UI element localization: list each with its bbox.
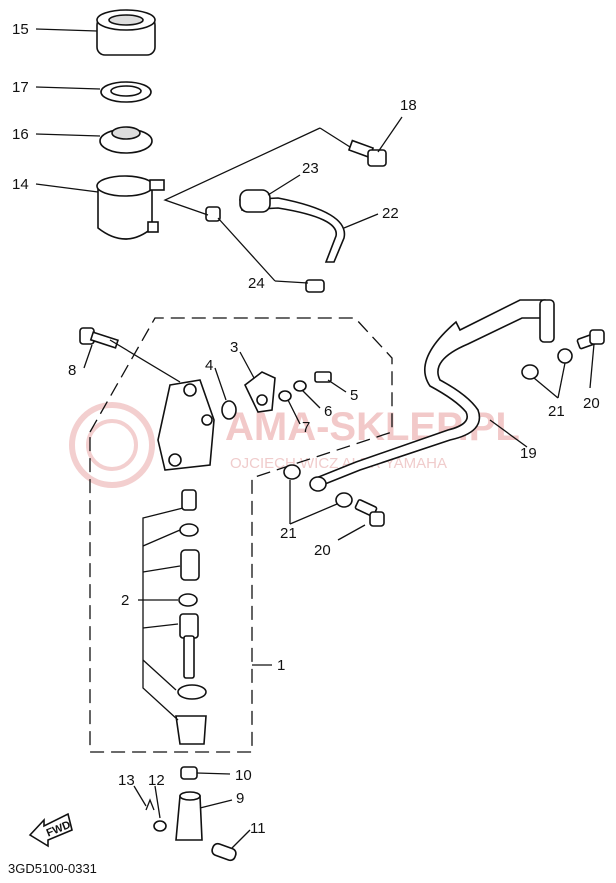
callout-6: 6: [324, 403, 332, 420]
callout-8: 8: [68, 362, 76, 379]
callout-16: 16: [12, 126, 29, 143]
assembly-outline: [89, 317, 393, 753]
diaphragm[interactable]: [99, 126, 153, 154]
master-cylinder-body[interactable]: [157, 379, 215, 471]
plate-washer[interactable]: [293, 380, 307, 392]
mounting-bolt[interactable]: [79, 327, 119, 349]
callout-21-left: 21: [280, 525, 297, 542]
union-bolt-right[interactable]: [576, 329, 605, 350]
callout-20-right: 20: [583, 395, 600, 412]
cylinder-kit[interactable]: [175, 489, 207, 745]
copper-washer-4[interactable]: [557, 348, 573, 364]
pin[interactable]: [211, 842, 238, 862]
callout-18: 18: [400, 97, 417, 114]
callout-1: 1: [277, 657, 285, 674]
spring-washer[interactable]: [278, 390, 292, 402]
reservoir-cap[interactable]: [96, 9, 156, 56]
callout-23: 23: [302, 160, 319, 177]
callout-22: 22: [382, 205, 399, 222]
callout-3: 3: [230, 339, 238, 356]
callout-17: 17: [12, 79, 29, 96]
callout-12: 12: [148, 772, 165, 789]
hose-joint[interactable]: [239, 189, 271, 213]
callout-9: 9: [236, 790, 244, 807]
callout-4: 4: [205, 357, 213, 374]
callout-5: 5: [350, 387, 358, 404]
union-bolt-lower[interactable]: [354, 499, 385, 527]
hose-clip-lower[interactable]: [305, 279, 325, 293]
union-bolt-top[interactable]: [347, 139, 387, 167]
clevis[interactable]: [175, 791, 203, 841]
callout-20-lower: 20: [314, 542, 331, 559]
fwd-arrow-icon: FWD: [28, 812, 73, 848]
copper-washer-2[interactable]: [335, 492, 353, 508]
callout-14: 14: [12, 176, 29, 193]
leader-lines: [35, 28, 595, 849]
joint-screw[interactable]: [314, 371, 332, 383]
callout-15: 15: [12, 21, 29, 38]
hose-banjo-lower[interactable]: [309, 476, 327, 492]
callout-21-right: 21: [548, 403, 565, 420]
hose-joint-elbow[interactable]: [243, 371, 276, 413]
reservoir[interactable]: [96, 175, 165, 240]
callout-10: 10: [235, 767, 252, 784]
o-ring[interactable]: [221, 400, 237, 420]
callout-11: 11: [250, 820, 266, 837]
callout-2: 2: [121, 592, 129, 609]
washer[interactable]: [153, 820, 167, 832]
reservoir-hose[interactable]: [239, 197, 346, 263]
callout-19: 19: [520, 445, 537, 462]
callouts: 15 17 16 14 18 23 22 24 8 3 4 5 6 7 21 2…: [12, 21, 600, 837]
callout-7: 7: [302, 419, 310, 436]
copper-washer-3[interactable]: [521, 364, 539, 380]
nut[interactable]: [180, 766, 198, 780]
copper-washer-1[interactable]: [283, 464, 301, 480]
callout-24: 24: [248, 275, 265, 292]
cotter-pin[interactable]: [145, 798, 155, 811]
hose-clip-upper[interactable]: [205, 206, 221, 222]
callout-13: 13: [118, 772, 135, 789]
diaphragm-plate[interactable]: [100, 81, 152, 103]
brake-hose[interactable]: [314, 299, 549, 488]
drawing-code: 3GD5100-0331: [8, 861, 97, 876]
